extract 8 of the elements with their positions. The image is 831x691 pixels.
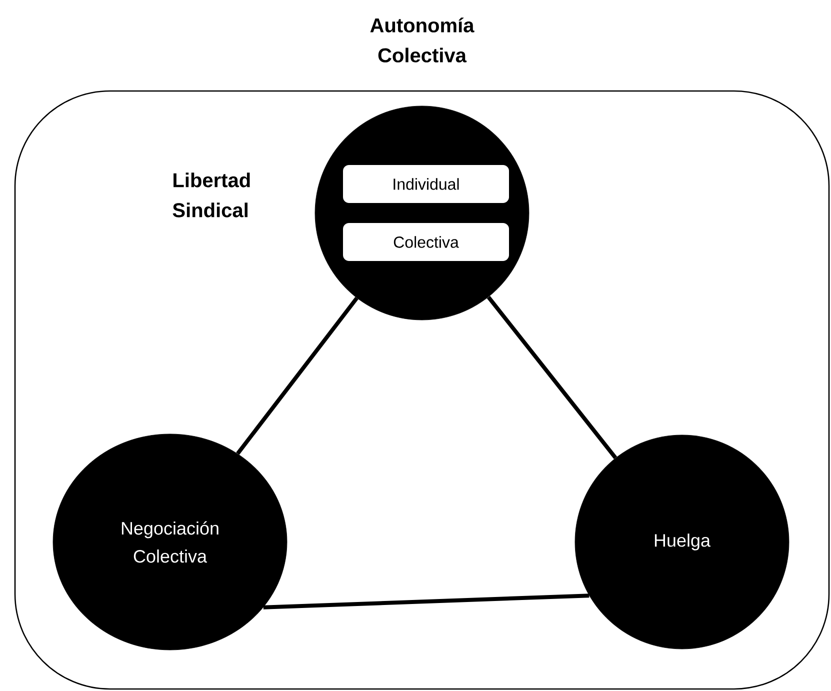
connector-line: [263, 594, 590, 610]
connector-line: [486, 296, 618, 460]
connector-line: [236, 296, 358, 455]
heading: Autonomía Colectiva: [370, 18, 474, 62]
label-box: Individual: [343, 165, 509, 203]
side-label: Libertad Sindical: [172, 172, 250, 218]
label-box: Colectiva: [343, 223, 509, 261]
group-frame: [14, 90, 830, 690]
